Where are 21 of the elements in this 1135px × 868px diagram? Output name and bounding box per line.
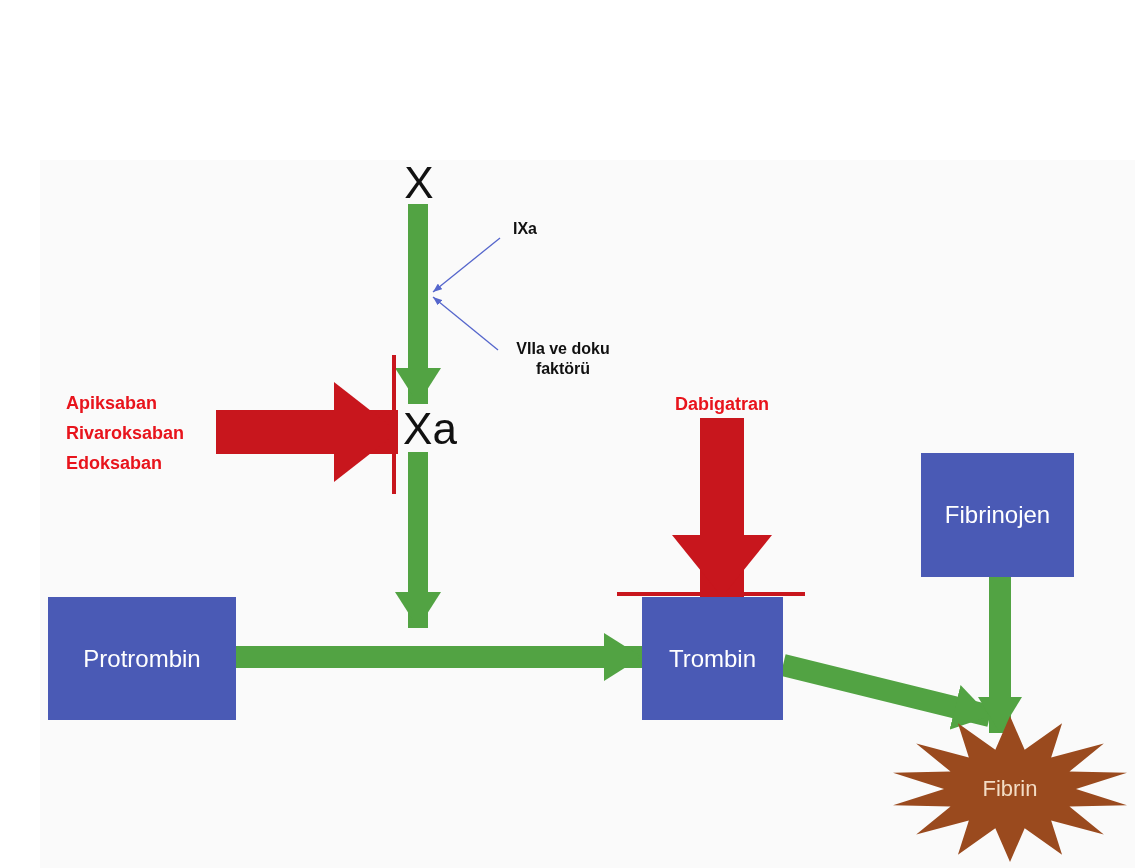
protein-label: Fibrin [982,775,1038,803]
drug-label: Apiksaban Rivaroksaban Edoksaban [66,392,186,475]
protein-label: Protrombin [83,643,201,674]
process-box [48,597,236,720]
protein-label: Fibrinojen [944,500,1051,530]
arrow [236,633,642,681]
arrow [216,382,398,482]
factor-label: X [404,156,434,209]
process-box [642,597,783,720]
arrow [672,418,772,597]
arrow [395,204,441,404]
arrow [432,296,499,351]
arrow [978,577,1022,733]
arrow [432,237,501,293]
protein-label: Trombin [668,643,757,674]
factor-label: Xa [403,402,457,455]
drug-label: Dabigatran [675,393,769,416]
factor-label: IXa [513,219,537,239]
factor-label: VIIa ve doku faktörü [515,339,611,379]
process-box [921,453,1074,577]
arrow [395,452,441,628]
